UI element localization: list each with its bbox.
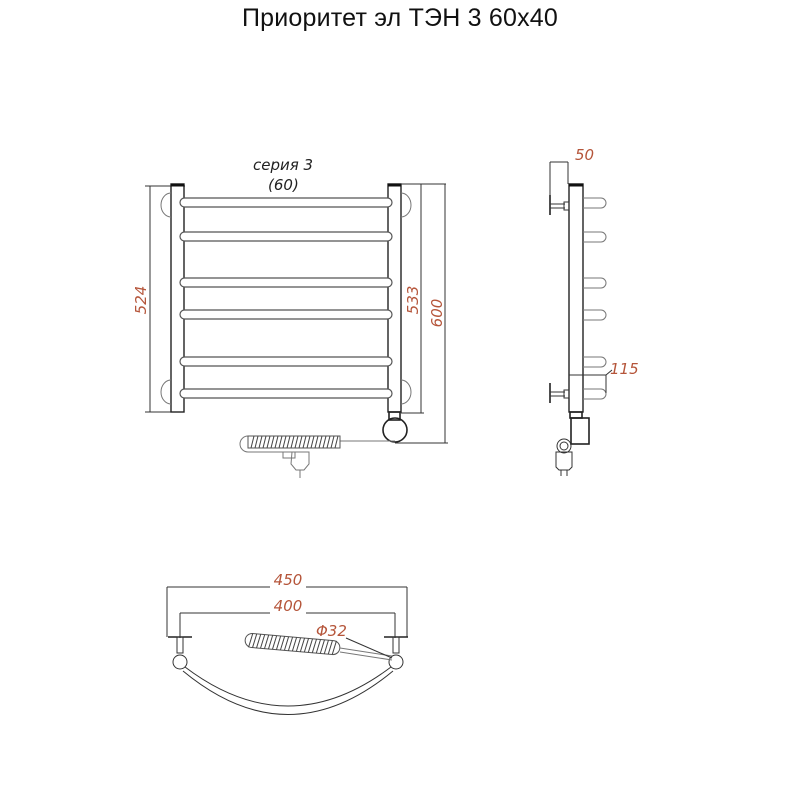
dim-depth-50: 50 [575,146,594,164]
top-view: 450 400 Φ32 [166,571,408,715]
heater-head [382,417,408,443]
side-view: 50 115 [549,146,639,476]
dim-diameter-32: Φ32 [316,622,347,640]
right-collector [387,183,402,413]
dim-heater-offset-115: 115 [610,360,639,378]
left-collector [170,183,185,413]
front-view: серия 3 (60) 524 533 [132,156,448,478]
top-coil [244,633,341,656]
series-label: серия 3 [253,156,313,174]
rails [179,197,393,399]
dim-height-524: 524 [132,286,150,315]
series-sub-label: (60) [268,176,299,194]
plug [290,451,310,471]
dim-height-600: 600 [428,299,446,328]
coiled-cable [239,435,341,453]
dim-height-533: 533 [404,286,422,315]
dim-width-450: 450 [274,571,303,589]
dim-width-400: 400 [274,597,303,615]
drawing-title: Приоритет эл ТЭН 3 60x40 [242,4,558,32]
